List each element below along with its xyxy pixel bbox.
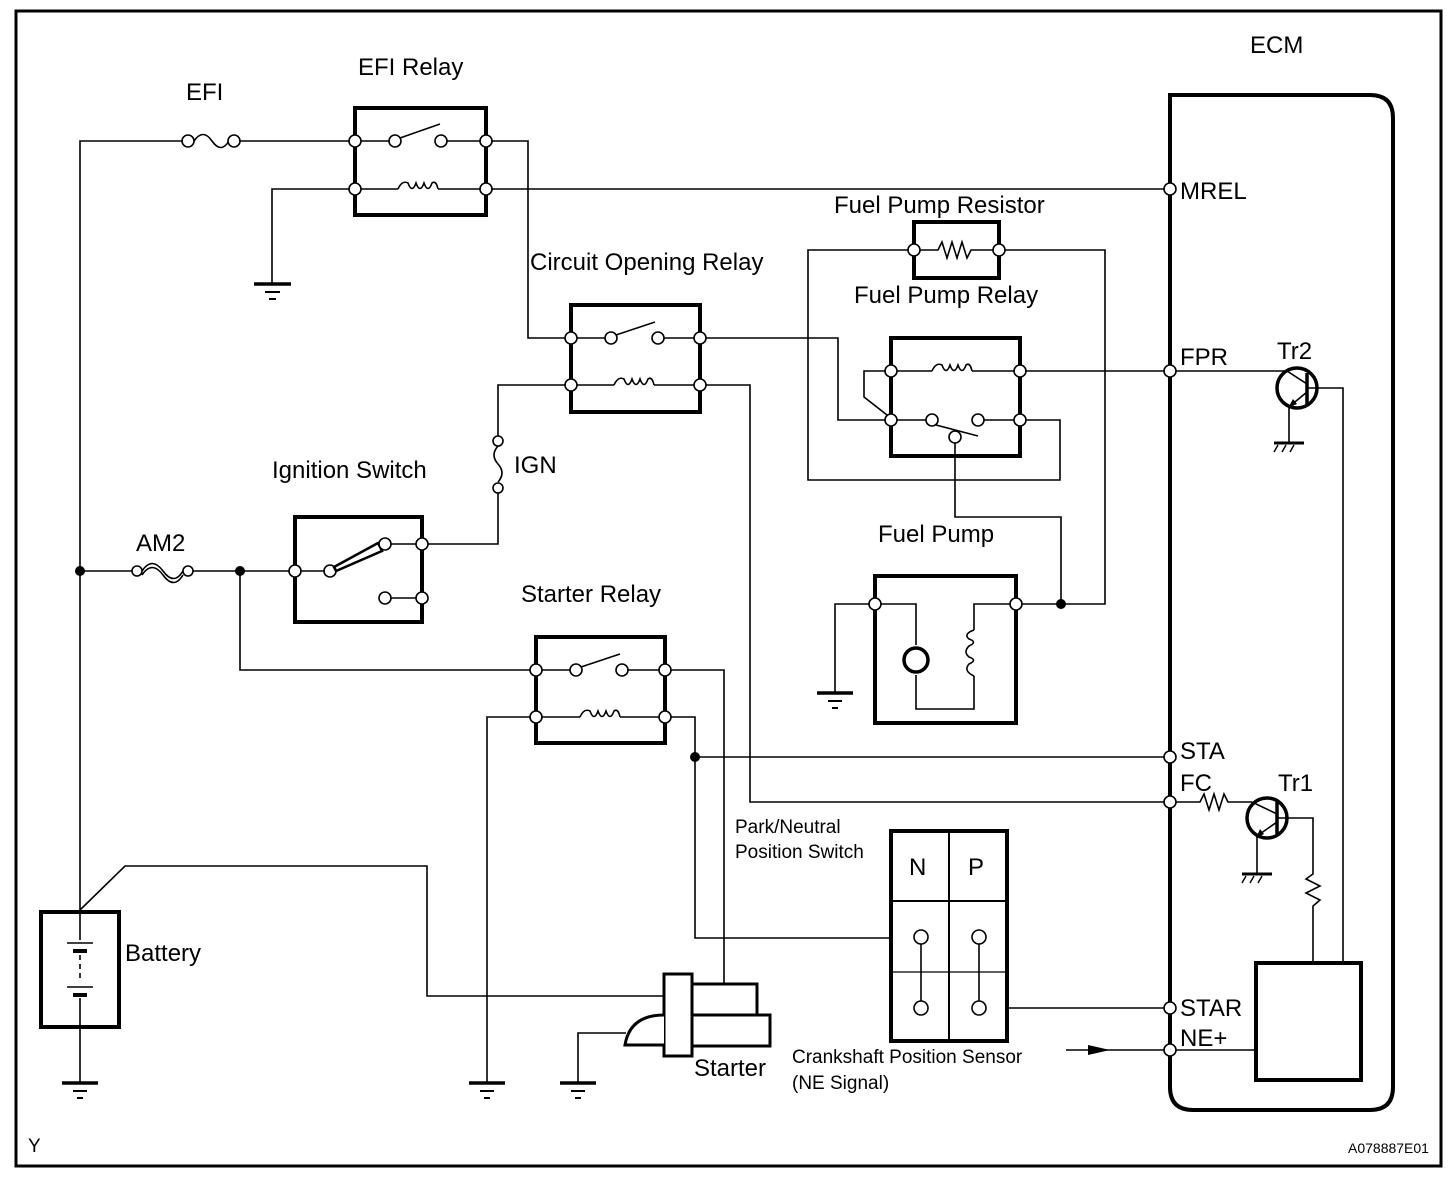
fuel-pump-resistor-label: Fuel Pump Resistor (834, 192, 1045, 219)
fuel-pump-label: Fuel Pump (878, 521, 994, 548)
ground-icon (817, 691, 853, 709)
circuit-opening-relay (564, 303, 707, 414)
fuel-pump-resistor (907, 220, 1006, 280)
fuel-pump-relay (863, 336, 1027, 458)
starter-relay (529, 635, 672, 745)
ecm-terminal-fpr-label: FPR (1180, 344, 1228, 371)
ckp-sensor-label-line1: Crankshaft Position Sensor (792, 1047, 1023, 1068)
ecm-logic-block (1254, 961, 1363, 1082)
efi-relay (348, 106, 493, 217)
fuel-pump (834, 574, 1023, 725)
pn-switch-label-line1: Park/Neutral (735, 817, 841, 838)
figure-frame (14, 9, 1443, 1168)
ecm-terminal-mrel-label: MREL (1180, 178, 1247, 205)
park-neutral-position-switch (889, 829, 1009, 1043)
ecm-label: ECM (1250, 32, 1303, 59)
ecm-terminal-fc (1163, 795, 1177, 809)
ign-fuse-label: IGN (514, 452, 557, 479)
ignition-switch-label: Ignition Switch (272, 457, 427, 484)
ecm-terminal-fc-label: FC (1180, 770, 1212, 797)
transistor-tr1 (1176, 791, 1322, 965)
ground-icon (254, 282, 291, 300)
ecm-terminal-fpr (1163, 364, 1177, 378)
fuel-pump-relay-label: Fuel Pump Relay (854, 282, 1038, 309)
efi-fuse (79, 133, 355, 572)
pn-switch-n-label: N (909, 854, 926, 881)
starter-motor (577, 972, 772, 1082)
ign-fuse (428, 435, 504, 545)
transistor-tr2-label: Tr2 (1277, 338, 1312, 365)
pn-switch-p-label: P (968, 854, 984, 881)
figure-id: A078887E01 (1348, 1140, 1429, 1156)
starter-label: Starter (694, 1055, 766, 1082)
battery (39, 910, 121, 1029)
starter-relay-label: Starter Relay (521, 581, 661, 608)
ecm-terminal-sta-label: STA (1180, 738, 1225, 765)
ignition-switch (288, 515, 429, 624)
ground-icon (560, 1081, 596, 1099)
signal-arrow-icon (1088, 1045, 1110, 1055)
transistor-tr1-label: Tr1 (1278, 770, 1313, 797)
am2-fuse (75, 562, 289, 584)
ground-icon (62, 1081, 98, 1099)
ecm-terminal-star-label: STAR (1180, 995, 1242, 1022)
ecm-terminal-ne-plus-label: NE+ (1180, 1025, 1227, 1052)
efi-fuse-label: EFI (186, 79, 223, 106)
ecm-terminal-sta (1163, 750, 1177, 764)
ecm-terminal-mrel (1163, 182, 1177, 196)
circuit-opening-relay-label: Circuit Opening Relay (530, 249, 763, 276)
ecm-terminal-ne-plus (1163, 1043, 1177, 1057)
corner-mark: Y (28, 1136, 41, 1157)
battery-label: Battery (125, 940, 201, 967)
ckp-sensor-label-line2: (NE Signal) (792, 1073, 889, 1094)
ecm-housing (1168, 93, 1395, 1112)
transistor-tr2 (1176, 366, 1344, 965)
ecm-terminal-star (1163, 1001, 1177, 1015)
pn-switch-label-line2: Position Switch (735, 842, 864, 863)
am2-fuse-label: AM2 (136, 530, 185, 557)
efi-relay-label: EFI Relay (358, 54, 463, 81)
ground-icon (469, 1081, 505, 1099)
